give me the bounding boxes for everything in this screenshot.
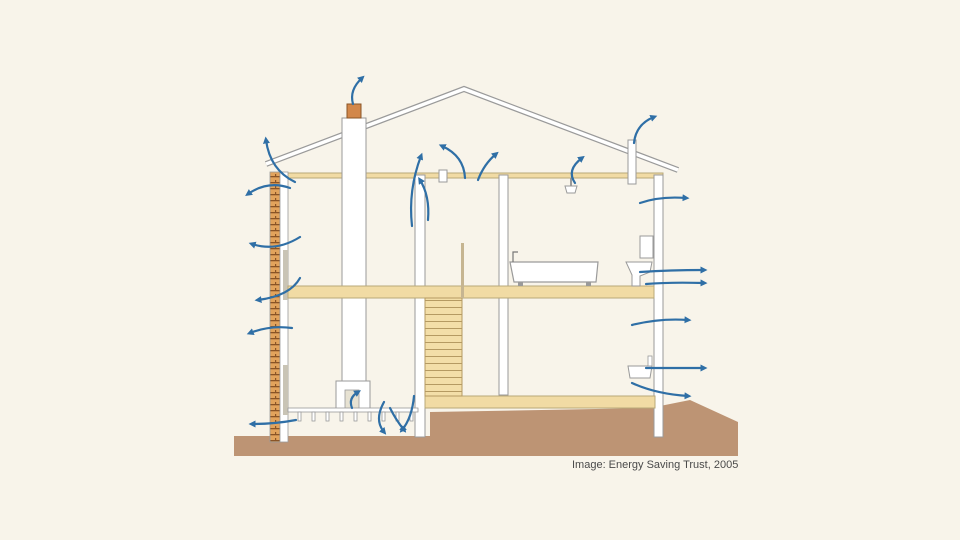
light-fitting-icon: [564, 178, 578, 194]
air-leak-arrow-icon: [438, 144, 467, 180]
toilet-icon: [625, 235, 654, 287]
air-leak-arrow-icon: [245, 183, 292, 197]
air-leak-arrow-icon: [349, 390, 362, 410]
air-leak-arrow-icon: [630, 316, 692, 327]
air-leak-arrow-icon: [570, 155, 585, 185]
staircase: [424, 243, 464, 397]
internal-wall-left: [414, 174, 426, 438]
ground: [234, 400, 738, 456]
air-leak-arrow-icon: [248, 235, 302, 249]
first-floor: [287, 285, 655, 299]
image-credit-caption: Image: Energy Saving Trust, 2005: [572, 459, 739, 471]
air-leak-arrow-icon: [399, 394, 416, 433]
right-wall: [653, 174, 664, 438]
chimney-pot-icon: [346, 103, 362, 119]
loft-ceiling: [275, 172, 664, 179]
air-leakage-arrows: [245, 75, 708, 435]
air-leak-arrow-icon: [632, 114, 658, 145]
left-wall: [269, 171, 289, 443]
air-leak-arrow-icon: [262, 136, 297, 184]
air-leak-arrow-icon: [644, 279, 708, 287]
ground-floor: [424, 395, 656, 409]
air-leak-arrow-icon: [418, 177, 430, 222]
air-leak-arrow-icon: [248, 418, 298, 428]
chimney: [335, 103, 371, 412]
bathtub-icon: [509, 251, 599, 286]
loft-hatch: [438, 169, 448, 183]
air-leak-arrow-icon: [638, 266, 708, 274]
roof: [264, 85, 680, 173]
air-leak-arrow-icon: [476, 151, 499, 182]
soil-vent-pipe: [627, 139, 637, 185]
internal-wall-right: [498, 174, 509, 396]
air-leak-arrow-icon: [409, 152, 424, 228]
air-leak-arrow-icon: [350, 75, 365, 106]
air-leak-arrow-icon: [638, 194, 690, 205]
suspended-floor: [287, 407, 419, 422]
air-leak-arrow-icon: [377, 400, 387, 435]
air-leak-arrow-icon: [630, 381, 692, 400]
air-leak-arrow-icon: [254, 276, 302, 304]
air-leak-arrow-icon: [246, 326, 294, 335]
